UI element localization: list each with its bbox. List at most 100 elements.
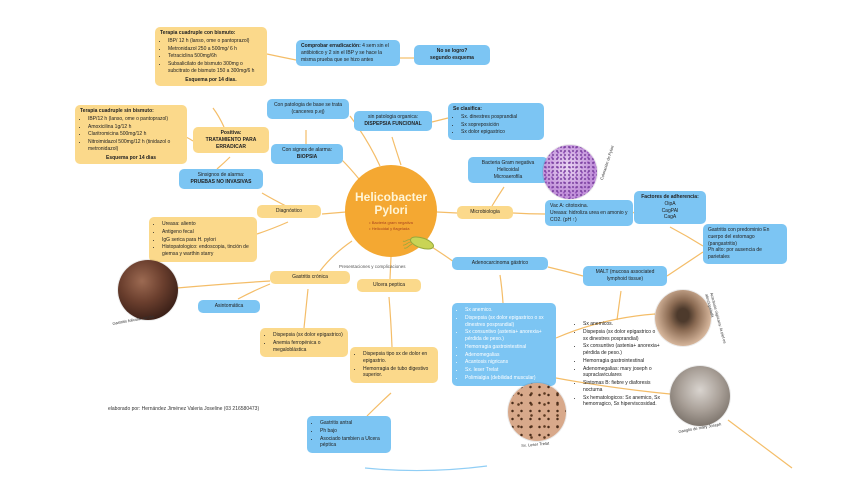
node-no-se-logro: No se logro? segundo esquema bbox=[414, 45, 490, 65]
acantosis-nigricans-image bbox=[655, 290, 711, 346]
node-terapia-cuadruple-sin-bismuto: Terapia cuadruple sin bismuto: IBP/12 h … bbox=[75, 105, 187, 165]
h-pylori-bacteria-illustration bbox=[402, 236, 435, 250]
author-credit: elaborado por: Hernández Jiménez Valeria… bbox=[108, 406, 260, 412]
connector-line bbox=[555, 313, 656, 339]
node-body: TRATAMIENTO PARA ERRADICAR bbox=[205, 136, 257, 150]
node-body: Vac A: citotoxina. Ureasa: hidroliza ure… bbox=[550, 203, 628, 223]
node-vaca-ureasa: Vac A: citotoxina. Ureasa: hidroliza ure… bbox=[545, 200, 633, 227]
connector-line bbox=[366, 392, 392, 417]
node-asintomatica: Asintomática bbox=[198, 300, 260, 313]
connector-line bbox=[499, 274, 504, 304]
node-factores-de-adherencia: Factores de adherencia: OipA CagPAI CagA bbox=[634, 191, 706, 224]
connector-line bbox=[319, 240, 353, 272]
leser-trelat-skin-image bbox=[508, 383, 566, 441]
connector-line bbox=[176, 280, 271, 289]
node-body: Adenocarcinoma gástrico bbox=[471, 260, 529, 266]
node-title: No se logro? bbox=[436, 48, 468, 54]
connector-line bbox=[436, 211, 458, 214]
connector-line bbox=[266, 53, 297, 61]
node-bullets: IBP/12 h (lanso, ome o pantoprazol)Amoxi… bbox=[80, 116, 182, 153]
node-pruebas-diagnosticas: Ureasa: alientoAntigeno fecalIgG serica … bbox=[149, 217, 257, 262]
node-title: Terapia cuadruple con bismuto: bbox=[160, 30, 236, 36]
connector-line bbox=[237, 283, 271, 300]
connector-line bbox=[666, 251, 704, 277]
connector-line bbox=[391, 136, 402, 166]
histology-stain-image bbox=[543, 145, 597, 199]
node-malt-sintomas: Sx anemicos.Dispepsia (sx dolor epigastr… bbox=[575, 320, 661, 409]
node-comprobar-erradicacion: Comprobar erradicación: 4 sem sin el ant… bbox=[296, 40, 400, 67]
node-body: MALT (mucosa associated lymphoid tissue) bbox=[595, 269, 655, 282]
connector-line bbox=[491, 186, 505, 207]
node-body: Asintomática bbox=[214, 303, 244, 309]
node-bullets: Dispepsia (sx dolor epigastrico)Anemia f… bbox=[265, 332, 343, 353]
connector-line bbox=[388, 296, 393, 348]
endoscopy-gastritis-image bbox=[118, 260, 178, 320]
node-body: Diagnóstico bbox=[275, 208, 303, 214]
node-body: segundo esquema bbox=[430, 54, 474, 61]
connector-line bbox=[364, 465, 488, 472]
node-gastritis-antral: Gastritis antralPh bajoAsociado tambien … bbox=[307, 416, 391, 453]
node-malt: MALT (mucosa associated lymphoid tissue) bbox=[583, 266, 667, 286]
node-body: OipA CagPAI CagA bbox=[661, 200, 679, 221]
node-gastritis-sintomas: Dispepsia (sx dolor epigastrico)Anemia f… bbox=[260, 328, 348, 358]
connector-line bbox=[256, 221, 289, 235]
node-title: Sinsignos de alarma: bbox=[197, 172, 245, 178]
central-topic-title: Helicobacter Pylori bbox=[354, 189, 428, 217]
node-gastritis-cronica: Gastritis crónica bbox=[270, 271, 350, 284]
node-dispepsia-funcional: sin patologia organica: DISPEPSIA FUNCIO… bbox=[354, 111, 432, 131]
connector-line bbox=[431, 117, 449, 123]
node-footer: Esquema por 14 dias bbox=[105, 154, 157, 161]
node-con-signos-biopsia: Con signos de alarma: BIOPSIA bbox=[271, 144, 343, 164]
node-bullets: Sx anemicos.Dispepsia (sx dolor epigastr… bbox=[575, 321, 661, 408]
node-title: Positiva: bbox=[220, 130, 242, 136]
node-microbiologia: Microbiologia bbox=[457, 206, 513, 219]
connector-line bbox=[555, 377, 671, 395]
node-positiva-tratamiento: Positiva: TRATAMIENTO PARA ERRADICAR bbox=[193, 127, 269, 154]
node-title: Se clasifica: bbox=[453, 106, 482, 112]
connector-line bbox=[727, 419, 793, 469]
node-title: Con signos de alarma: bbox=[281, 147, 333, 153]
node-body: Microbiologia bbox=[470, 209, 500, 215]
connector-line bbox=[547, 266, 584, 277]
connector-line bbox=[303, 288, 309, 329]
node-bullets: Sx. dinestres posprandialSx sopreposició… bbox=[453, 114, 539, 136]
node-con-patologia-de-base: Con patologia de base se trata (canceres… bbox=[267, 99, 349, 119]
connector-line bbox=[616, 290, 622, 321]
node-body: Ulcera peptica bbox=[373, 282, 405, 288]
node-body: 4 sem sin el antibiotico y 2 sin el IBP … bbox=[301, 43, 389, 63]
connector-line bbox=[321, 211, 347, 215]
node-body: Bacteria Gram negativa Helicoidal Microa… bbox=[481, 160, 535, 180]
connector-line bbox=[349, 115, 381, 167]
node-text: Comprobar erradicación: 4 sem sin el ant… bbox=[301, 43, 395, 63]
presentaciones-complicaciones-label: Presentaciones y complicaciones bbox=[339, 264, 406, 269]
node-body: PRUEBAS NO INVASIVAS bbox=[190, 178, 252, 185]
node-title: sin patologia organica: bbox=[367, 114, 419, 120]
node-body: BIOPSIA bbox=[296, 153, 318, 160]
node-bullets: Gastritis antralPh bajoAsociado tambien … bbox=[312, 420, 386, 449]
connector-line bbox=[216, 156, 231, 170]
connector-line bbox=[212, 107, 225, 128]
node-bullets: Sx anemico.Dispepsia (sx dolor epigastri… bbox=[457, 307, 551, 382]
node-title: Terapia cuadruple sin bismuto: bbox=[80, 108, 154, 114]
node-adenocarcinoma-gastrico: Adenocarcinoma gástrico bbox=[452, 257, 548, 270]
node-se-clasifica: Se clasifica: Sx. dinestres posprandialS… bbox=[448, 103, 544, 140]
node-bullets: Dispepsia tipo sx de dolor en epigastrio… bbox=[355, 351, 433, 379]
connector-line bbox=[512, 212, 546, 215]
mary-joseph-nodule-image bbox=[670, 366, 730, 426]
connector-line bbox=[669, 226, 704, 247]
node-body: Gastritis con predominio En cuerpo del e… bbox=[708, 227, 770, 260]
node-title: Factores de adherencia: bbox=[641, 194, 699, 200]
node-sin-signos-pruebas: Sinsignos de alarma: PRUEBAS NO INVASIVA… bbox=[179, 169, 263, 189]
node-adenocarcinoma-sintomas: Sx anemico.Dispepsia (sx dolor epigastri… bbox=[452, 303, 556, 386]
node-terapia-cuadruple-con-bismuto: Terapia cuadruple con bismuto: IBP/ 12 h… bbox=[155, 27, 267, 87]
node-ulcera-peptica: Ulcera peptica bbox=[357, 279, 421, 292]
node-bullets: IBP/ 12 h (lanso, ome o pantoprazol)Metr… bbox=[160, 38, 262, 75]
node-footer: Esquema por 14 dias. bbox=[185, 76, 237, 83]
node-diagnostico: Diagnóstico bbox=[257, 205, 321, 218]
node-body: Con patologia de base se trata (canceres… bbox=[273, 102, 343, 115]
node-bacteria-gram-negativa: Bacteria Gram negativa Helicoidal Microa… bbox=[468, 157, 548, 184]
node-ulcera-sintomas: Dispepsia tipo sx de dolor en epigastrio… bbox=[350, 347, 438, 383]
node-body: Gastritis crónica bbox=[292, 274, 328, 280]
